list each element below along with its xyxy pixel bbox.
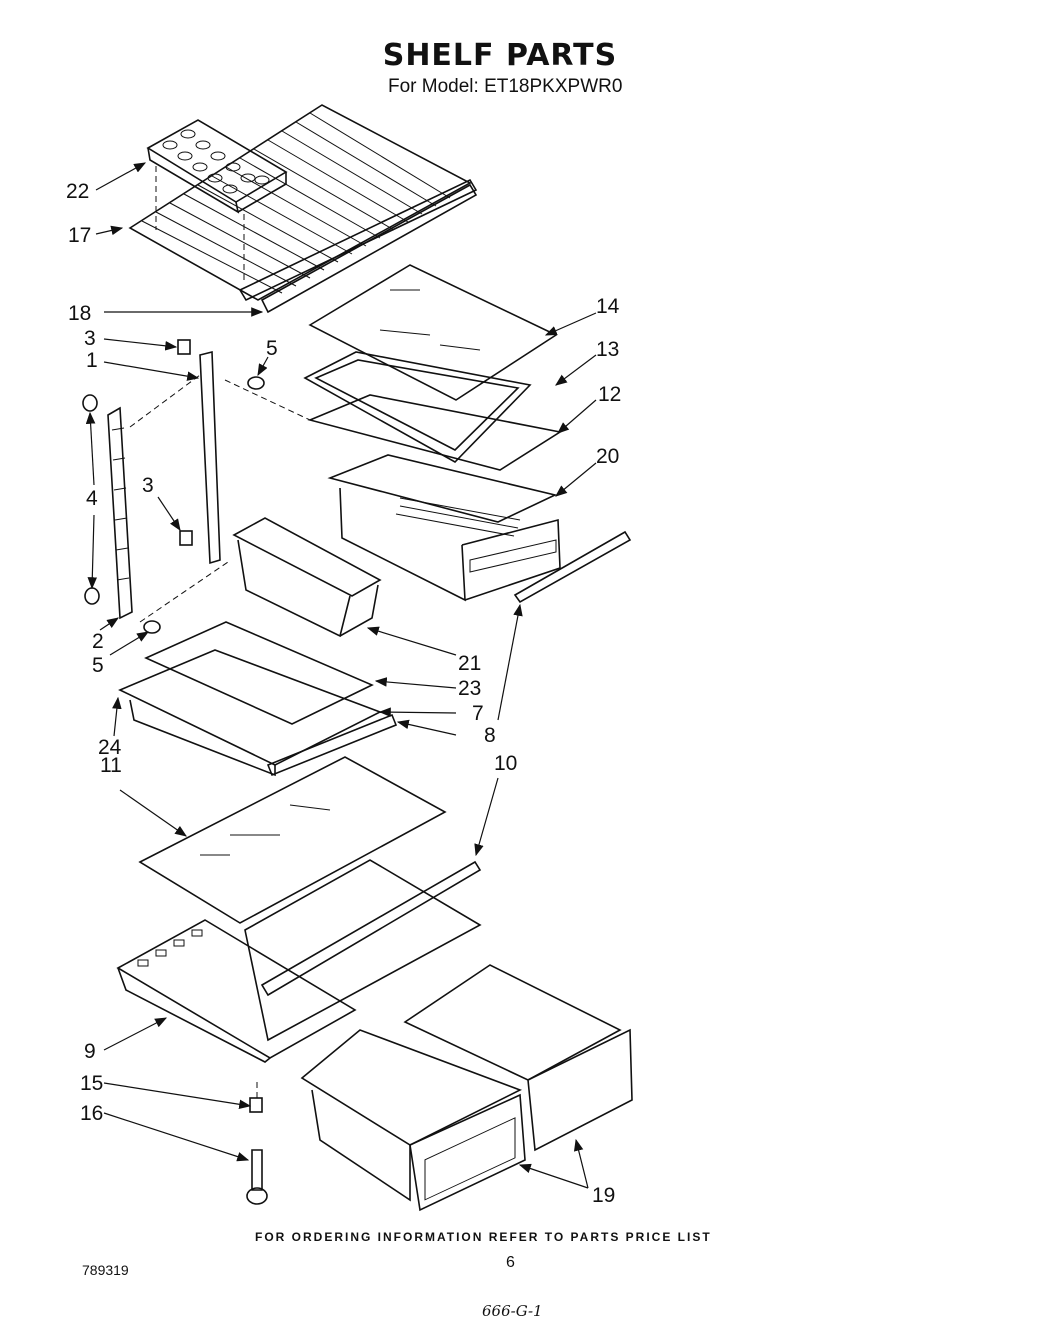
callout-leaders <box>85 162 597 1189</box>
callout-3: 3 <box>84 327 96 350</box>
callout-13: 13 <box>596 338 619 361</box>
page-title: SHELF PARTS <box>382 38 618 73</box>
callout-18: 18 <box>68 302 91 325</box>
rails <box>107 350 311 623</box>
model-subtitle: For Model: ET18PKXPWR0 <box>388 76 623 97</box>
document-number: 789319 <box>82 1262 129 1278</box>
callout-10: 10 <box>494 752 517 775</box>
callout-8: 8 <box>484 724 496 747</box>
callout-7: 7 <box>472 702 484 725</box>
glide-assembly <box>246 1082 268 1205</box>
ice-tray <box>146 119 288 280</box>
callout-15: 15 <box>80 1072 103 1095</box>
callout-1: 1 <box>86 349 98 372</box>
callout-24: 24 <box>98 736 122 759</box>
glass-shelf-middle <box>144 621 374 725</box>
callout-17: 17 <box>68 224 91 247</box>
callout-23: 23 <box>458 677 481 700</box>
shelf-bracket <box>307 394 563 471</box>
shelf-trim <box>260 183 478 314</box>
handwritten-note: 666-G-1 <box>482 1302 543 1320</box>
callout-4: 4 <box>86 487 98 510</box>
callout-16: 16 <box>80 1102 103 1125</box>
callout-19: 19 <box>592 1184 615 1207</box>
callout-labels: 22 17 18 3 1 5 14 13 12 20 4 3 2 5 21 23… <box>66 180 621 1207</box>
callout-2: 2 <box>92 630 104 653</box>
callout-5: 5 <box>266 337 278 360</box>
clips <box>82 339 265 634</box>
meat-pan <box>327 454 561 602</box>
callout-9: 9 <box>84 1040 96 1063</box>
glass-shelf-upper <box>308 264 558 401</box>
callout-5b: 5 <box>92 654 104 677</box>
crisper-bin <box>232 517 382 638</box>
shelf-frame <box>303 351 532 463</box>
crisper-drawers <box>300 964 633 1212</box>
callout-20: 20 <box>596 445 619 468</box>
wire-shelf <box>128 104 478 302</box>
callout-21: 21 <box>458 652 481 675</box>
crisper-cover <box>244 859 482 1042</box>
ordering-note: FOR ORDERING INFORMATION REFER TO PARTS … <box>255 1230 712 1244</box>
drawer-housing <box>116 919 357 1059</box>
callout-12: 12 <box>598 383 621 406</box>
glass-shelf-lower <box>138 756 447 924</box>
callout-11: 11 <box>100 754 122 777</box>
callout-22: 22 <box>66 180 89 203</box>
page-number: 6 <box>506 1254 515 1271</box>
shelf-trim-lower <box>266 713 398 777</box>
callout-14: 14 <box>596 295 620 318</box>
callout-3b: 3 <box>142 474 154 497</box>
